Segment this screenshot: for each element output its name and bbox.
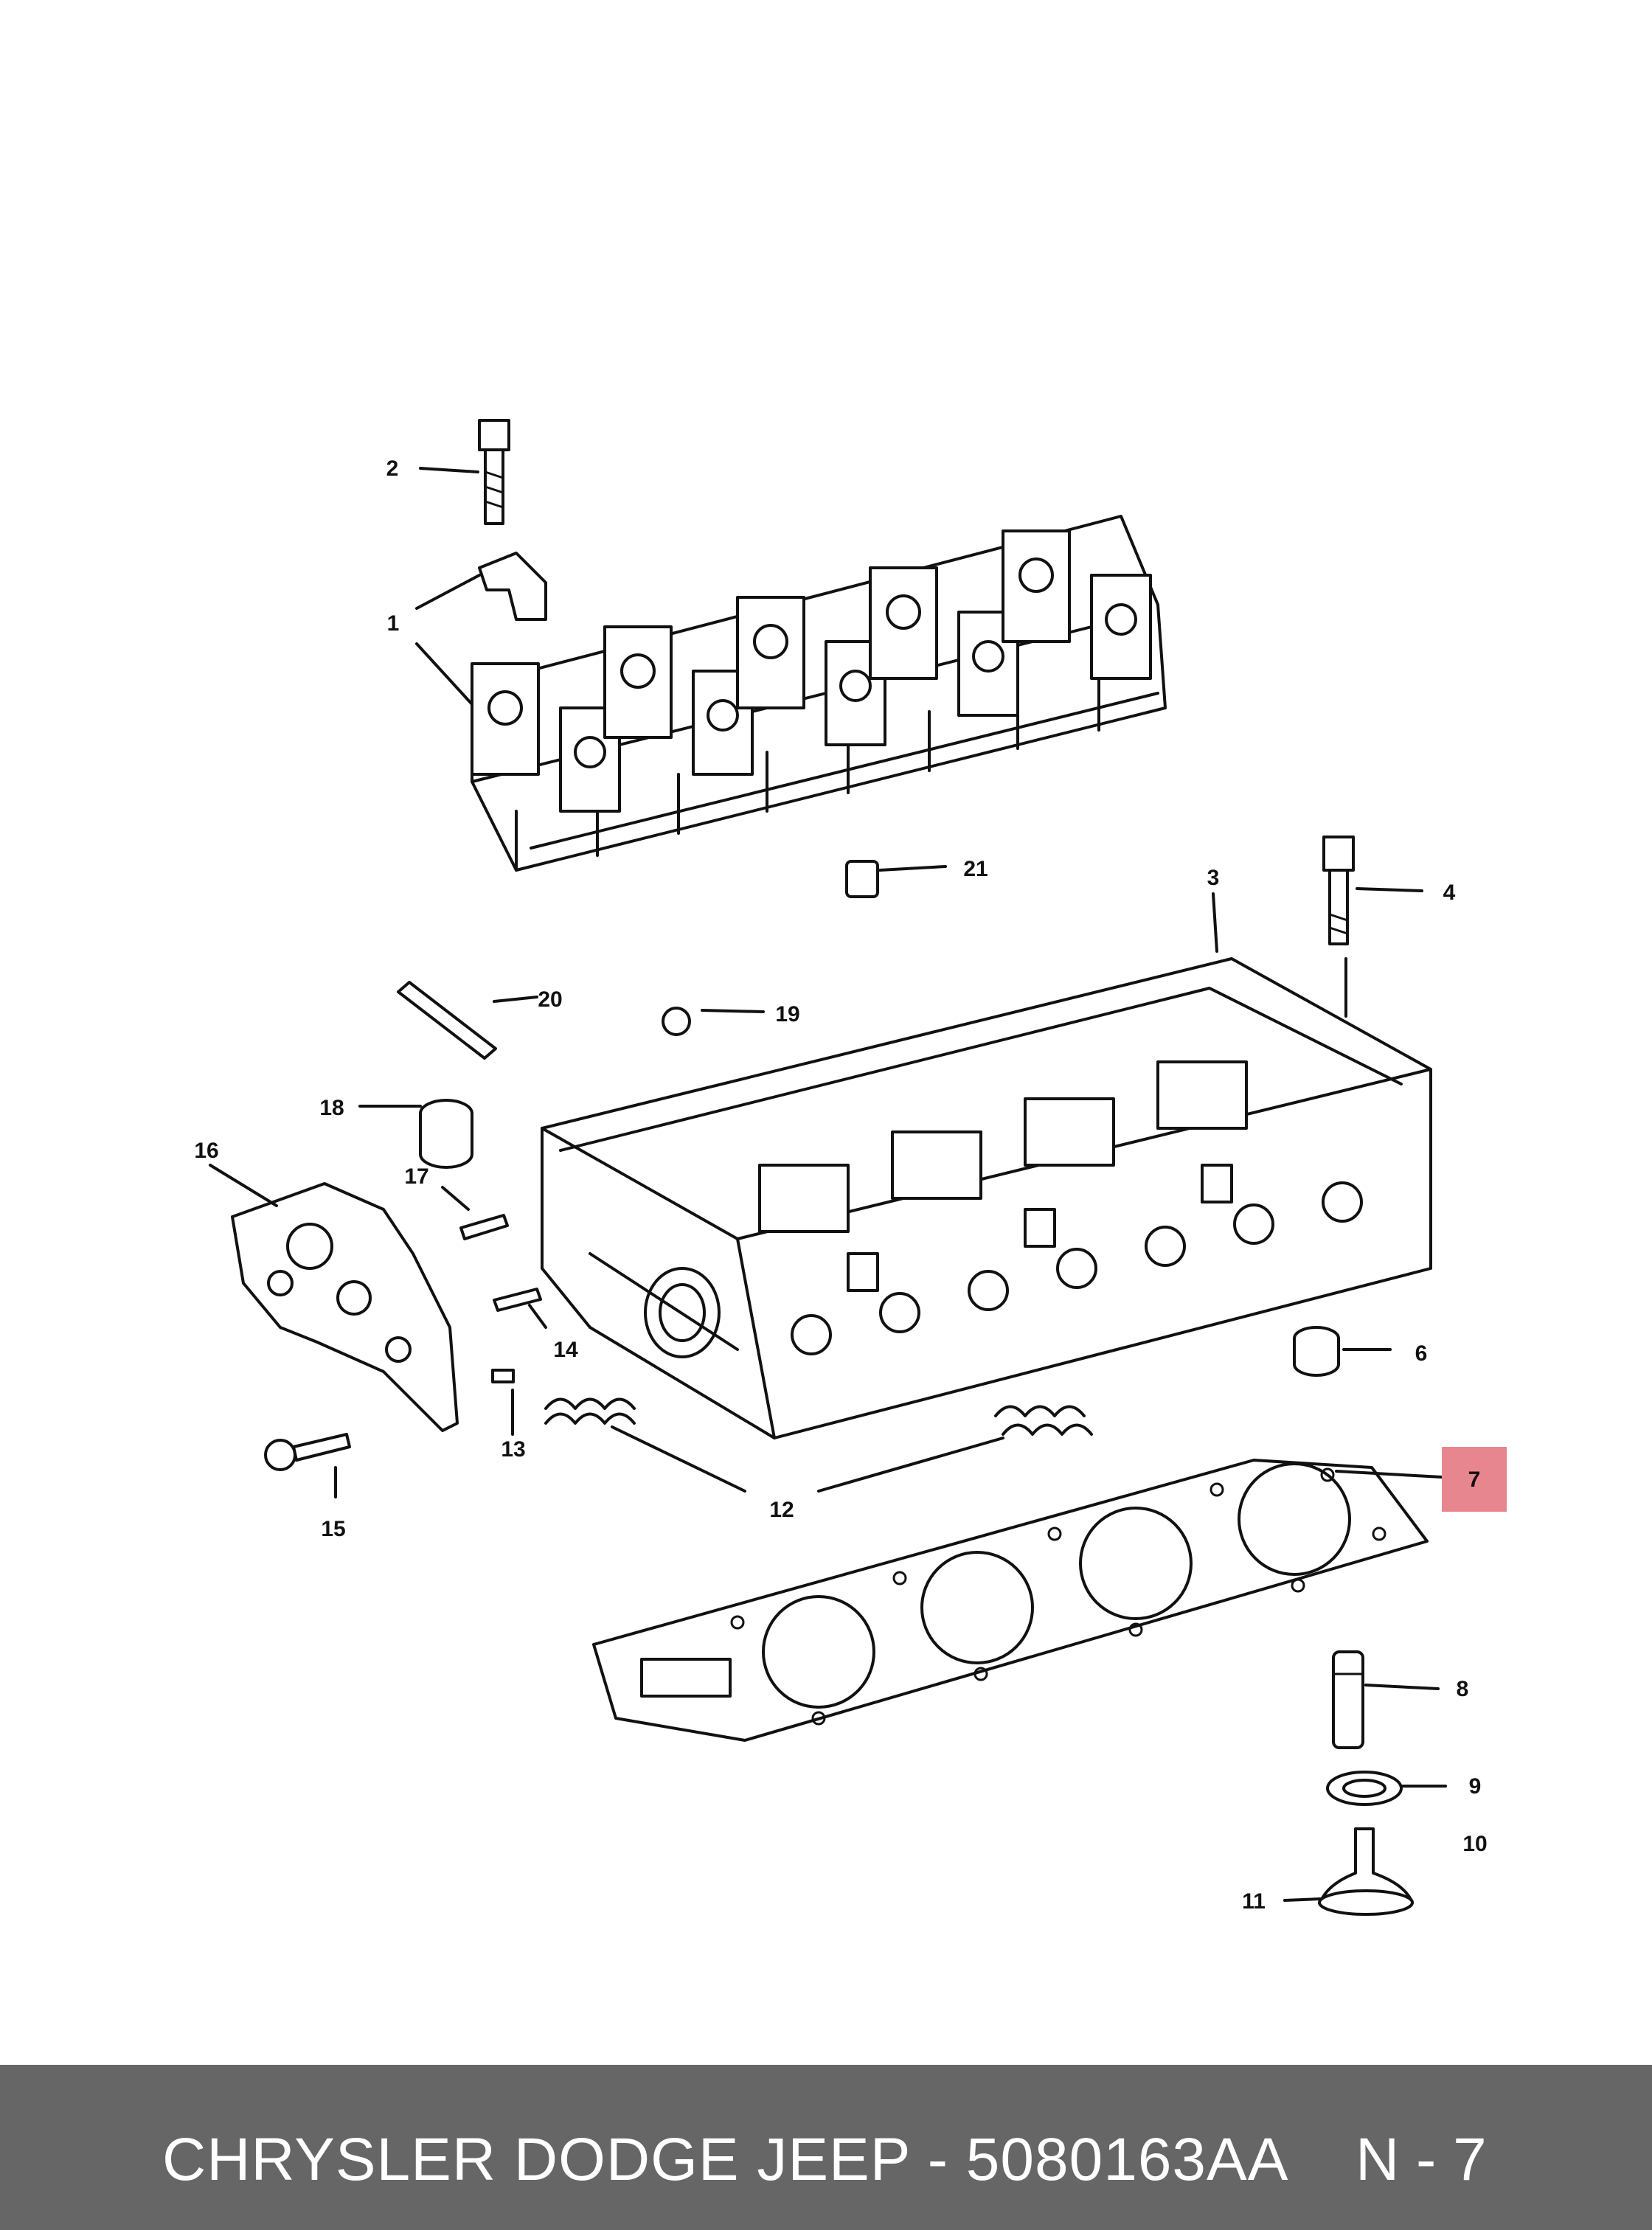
cap-bolt bbox=[478, 419, 510, 525]
callout-6: 6 bbox=[1415, 1341, 1428, 1366]
head-gasket bbox=[592, 1459, 1429, 1742]
callout-3: 3 bbox=[1207, 866, 1220, 890]
callout-10: 10 bbox=[1462, 1832, 1487, 1856]
leader-lines bbox=[209, 467, 1447, 1902]
callout-13: 13 bbox=[501, 1437, 525, 1462]
callout-20: 19 bbox=[775, 1002, 799, 1027]
callout-1: 1 bbox=[387, 611, 400, 636]
callout-11: 11 bbox=[1242, 1889, 1266, 1914]
callout-14: 14 bbox=[553, 1338, 578, 1362]
callout-19: 20 bbox=[538, 987, 562, 1012]
callout-12: 12 bbox=[769, 1498, 794, 1522]
springs-12 bbox=[544, 1397, 1093, 1436]
exploded-parts-diagram: 2 1 3 4 21 20 19 18 16 17 14 6 13 7 12 1… bbox=[194, 419, 1507, 1916]
camshaft-bearing-carrier bbox=[471, 515, 1167, 872]
valve-11 bbox=[1318, 1827, 1414, 1916]
callout-8: 8 bbox=[1457, 1677, 1469, 1701]
valve-seal-9 bbox=[1326, 1771, 1403, 1806]
head-bolt bbox=[1322, 836, 1355, 945]
plug-21 bbox=[845, 860, 879, 898]
plug-18 bbox=[419, 1099, 473, 1169]
callout-15: 15 bbox=[321, 1517, 345, 1541]
callout-labels: 2 1 3 4 21 20 19 18 16 17 14 6 13 7 12 1… bbox=[194, 456, 1487, 1914]
callout-16: 16 bbox=[194, 1139, 218, 1163]
diagram-reference-code: N - 7 bbox=[1356, 2126, 1487, 2193]
callout-21: 21 bbox=[963, 857, 988, 881]
part-number-footer: CHRYSLER DODGE JEEP - 5080163AA N - 7 bbox=[0, 2065, 1652, 2230]
dowel-pin-17 bbox=[459, 1214, 509, 1240]
callout-highlight-7 bbox=[1442, 1447, 1507, 1512]
o-ring-20 bbox=[662, 1007, 691, 1036]
valve-guide-8 bbox=[1332, 1650, 1364, 1749]
callout-4: 4 bbox=[1443, 880, 1456, 905]
part-number-text: CHRYSLER DODGE JEEP - 5080163AA bbox=[162, 2126, 1289, 2193]
cylinder-head bbox=[541, 957, 1432, 1439]
cover-plate-16 bbox=[231, 1182, 459, 1432]
callout-17: 17 bbox=[404, 1164, 428, 1189]
callout-9: 9 bbox=[1469, 1774, 1482, 1799]
bolt-15 bbox=[264, 1433, 351, 1471]
callout-18: 18 bbox=[319, 1096, 344, 1120]
bolt-14 bbox=[493, 1288, 542, 1312]
callout-2: 2 bbox=[386, 456, 399, 481]
pin-13 bbox=[491, 1369, 515, 1383]
plug-6 bbox=[1293, 1326, 1340, 1377]
stud-19 bbox=[397, 981, 497, 1060]
callout-7: 7 bbox=[1468, 1467, 1481, 1492]
